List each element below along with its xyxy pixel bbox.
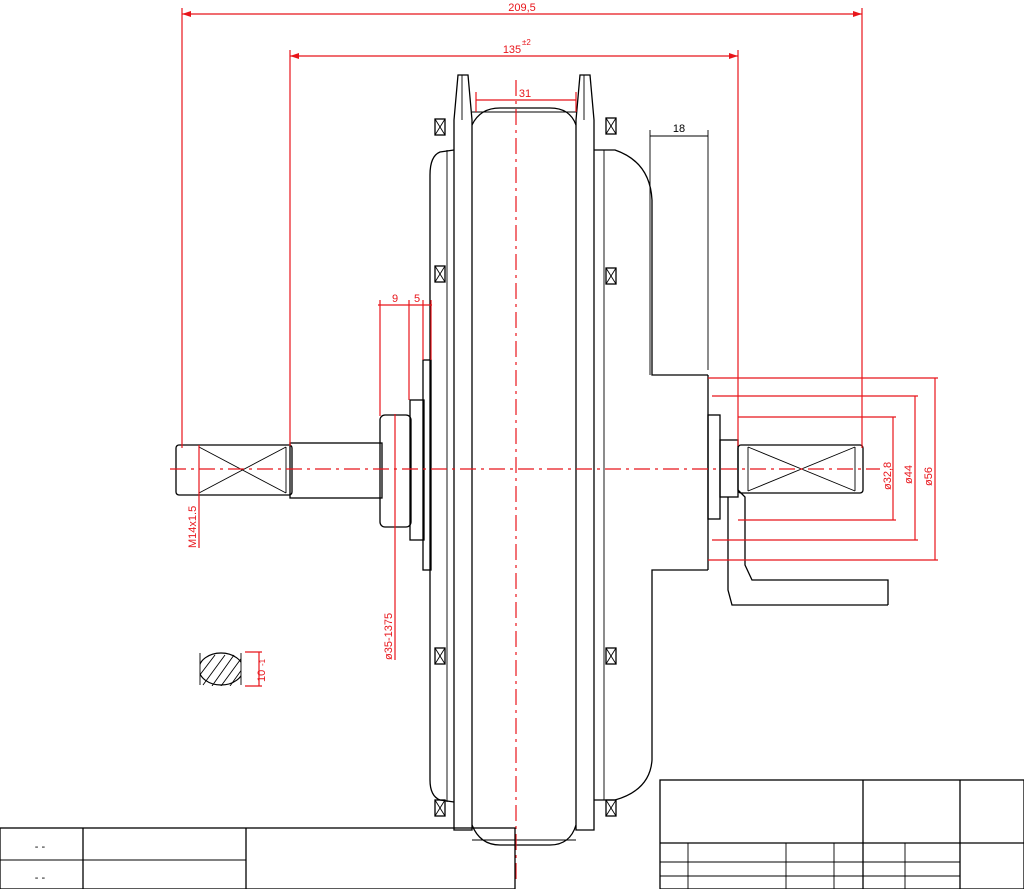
- title-mark-1: - -: [35, 841, 46, 853]
- motor-outline: [175, 74, 889, 846]
- dim-9: 9: [392, 293, 398, 305]
- title-block-right: [659, 779, 1024, 889]
- axle-flat-section: 10 -1: [199, 651, 268, 687]
- dimension-lines: [181, 8, 938, 660]
- dim-5: 5: [414, 293, 420, 305]
- dim-flange-width: 135: [503, 44, 521, 56]
- dim-rim-width: 31: [519, 88, 531, 100]
- dim-dia-56: ø56: [923, 467, 935, 486]
- dim-thread: M14x1.5: [187, 506, 199, 548]
- dim-dia-32-8: ø32,8: [882, 462, 894, 490]
- dimension-labels: 209,5 135 ±2 31 18 9 5 M14x1.5 ø35-1375 …: [187, 2, 935, 660]
- dim-flat-sub: -1: [258, 658, 267, 666]
- dim-cable-offset: 18: [673, 123, 685, 135]
- dim-flange-tol: ±2: [522, 38, 531, 47]
- title-block-left: - - - -: [0, 827, 516, 889]
- dim-flat-width: 10: [256, 670, 268, 682]
- dim-dia-44: ø44: [903, 465, 915, 484]
- dim-bearing-range: ø35-1375: [383, 613, 395, 660]
- dim-overall-length: 209,5: [508, 2, 536, 14]
- title-mark-2: - -: [35, 872, 46, 884]
- centerlines: [170, 80, 880, 880]
